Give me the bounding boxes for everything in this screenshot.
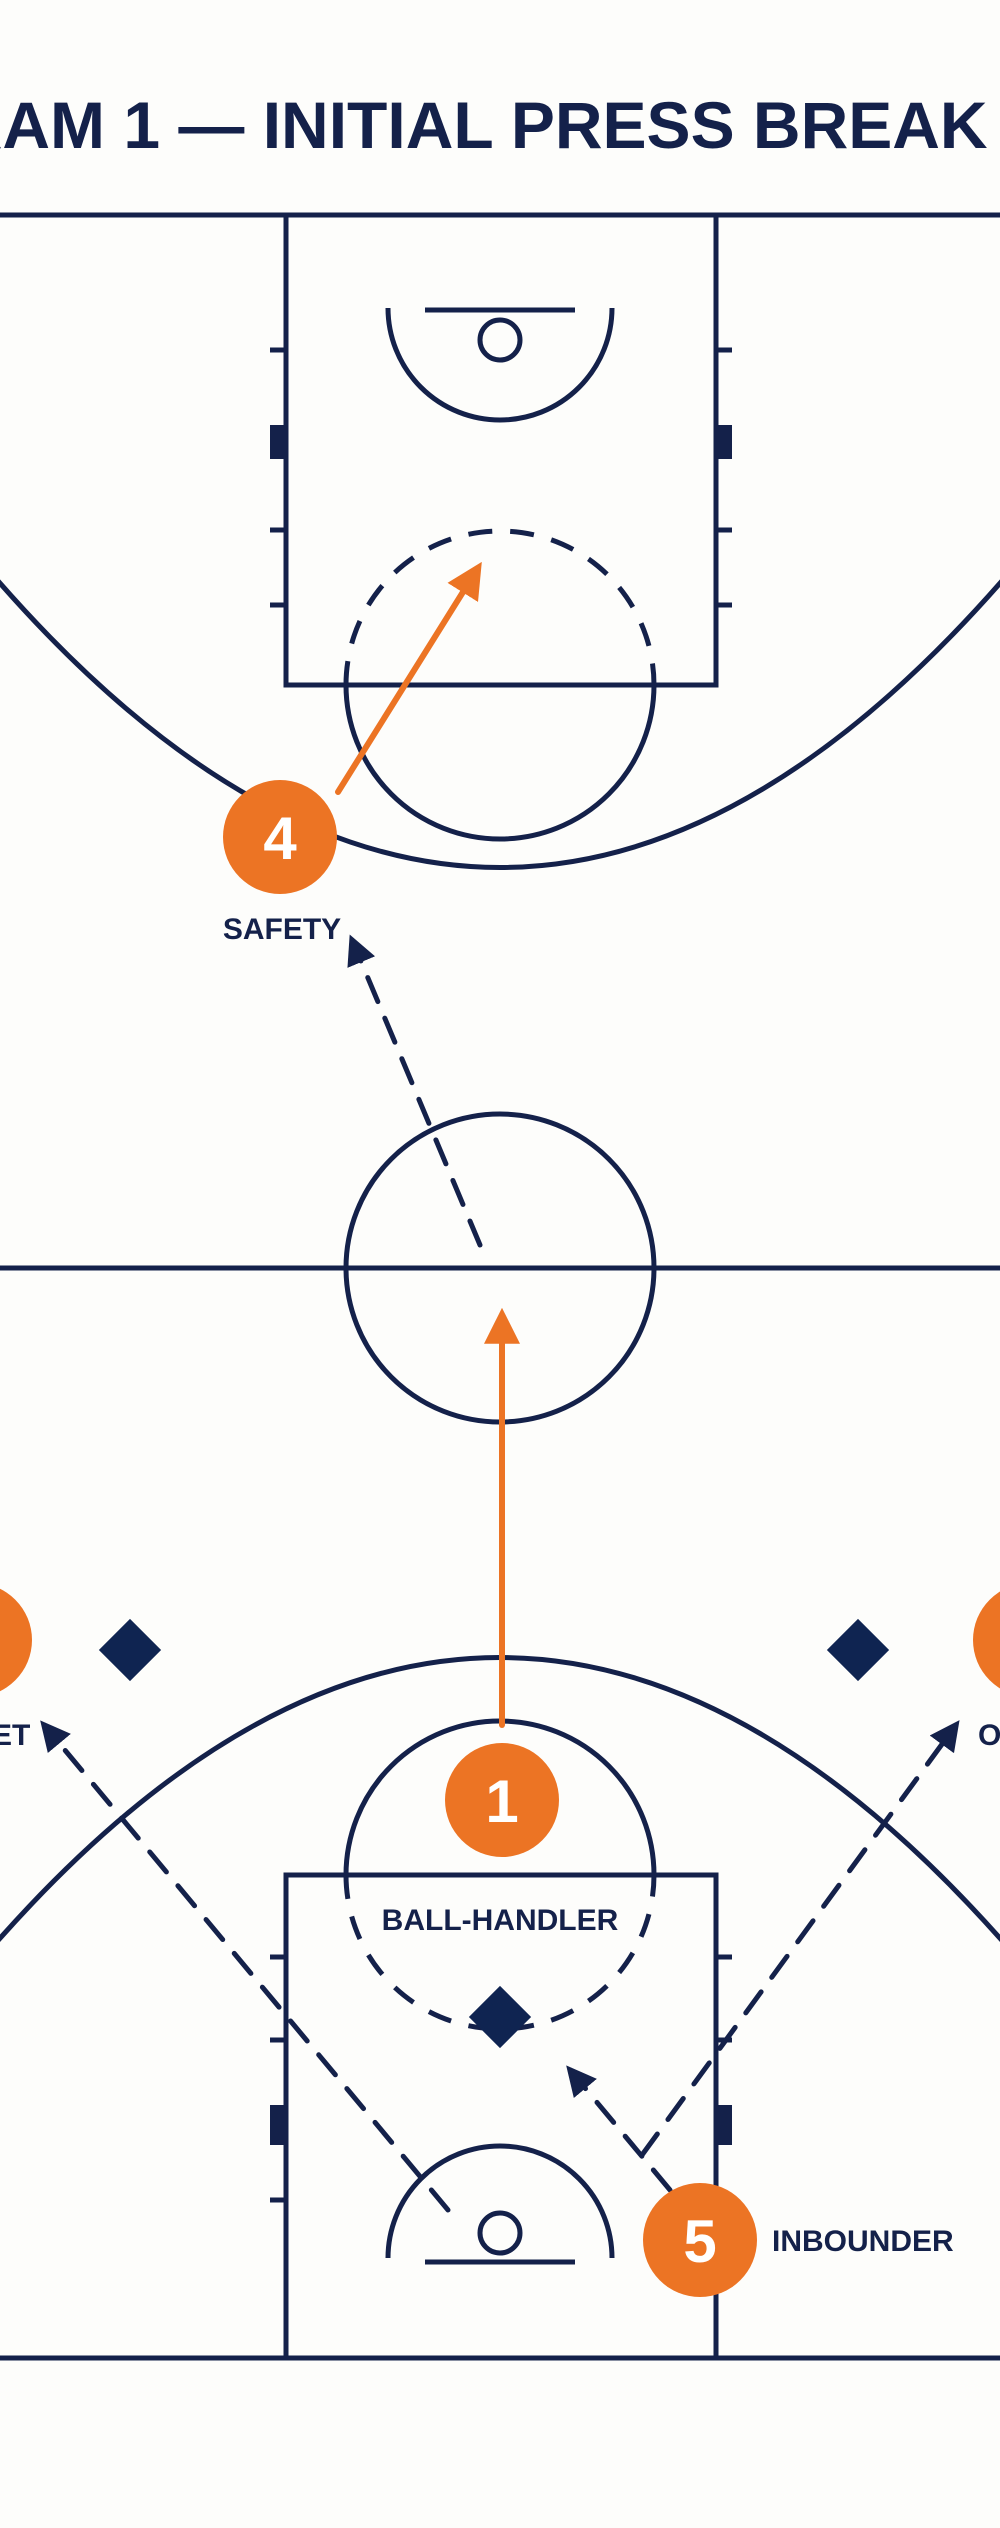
bottom-rim xyxy=(477,2210,523,2256)
player-left-wing[interactable]: ET xyxy=(0,1583,32,1752)
top-three-point-arc xyxy=(0,579,1000,870)
player-1[interactable]: 1 BALL-HANDLER xyxy=(382,1743,619,1937)
top-rim xyxy=(477,317,523,363)
player-1-marker[interactable] xyxy=(445,1743,559,1857)
bottom-restricted-arc xyxy=(385,2143,615,2259)
player-left-wing-label: ET xyxy=(0,1719,30,1752)
pass-arrow-to-safety xyxy=(347,934,483,1248)
pass-arrow-right-wing xyxy=(639,1720,960,2158)
player-5-marker[interactable] xyxy=(643,2183,757,2297)
player-4-marker[interactable] xyxy=(223,780,337,894)
top-lane-block xyxy=(716,425,732,459)
top-ft-circle-upper xyxy=(343,528,657,686)
player-5-number: 5 xyxy=(683,2208,716,2275)
top-restricted-arc xyxy=(385,307,615,423)
defender-diamond-left xyxy=(98,1618,162,1682)
player-1-label: BALL-HANDLER xyxy=(382,1904,619,1937)
player-4-number: 4 xyxy=(263,805,297,872)
player-right-wing-label: OI xyxy=(978,1719,1000,1752)
player-5[interactable]: 5 INBOUNDER xyxy=(643,2183,954,2297)
bottom-lane-block xyxy=(270,2105,286,2145)
player-1-number: 1 xyxy=(485,1768,518,1835)
player-4[interactable]: 4 SAFETY xyxy=(223,780,341,946)
player-4-label: SAFETY xyxy=(223,913,341,946)
diagram-title: AGRAM 1 — INITIAL PRESS BREAK SET xyxy=(0,88,1000,162)
bottom-paint xyxy=(283,1872,719,2361)
cut-arrow-safety xyxy=(335,561,482,795)
pass-arrow-left-wing xyxy=(40,1720,451,2213)
top-paint xyxy=(283,212,719,688)
bottom-lane-block xyxy=(716,2105,732,2145)
top-lane-block xyxy=(270,425,286,459)
player-right-wing[interactable]: OI xyxy=(973,1583,1000,1752)
player-right-wing-marker[interactable] xyxy=(973,1583,1000,1697)
paths xyxy=(40,561,960,2213)
defender-diamond-right xyxy=(826,1618,890,1682)
player-left-wing-marker[interactable] xyxy=(0,1583,32,1697)
player-5-label: INBOUNDER xyxy=(772,2225,954,2258)
defender-diamond-center xyxy=(468,1985,532,2049)
inbound-pass-arrow xyxy=(566,2065,673,2193)
